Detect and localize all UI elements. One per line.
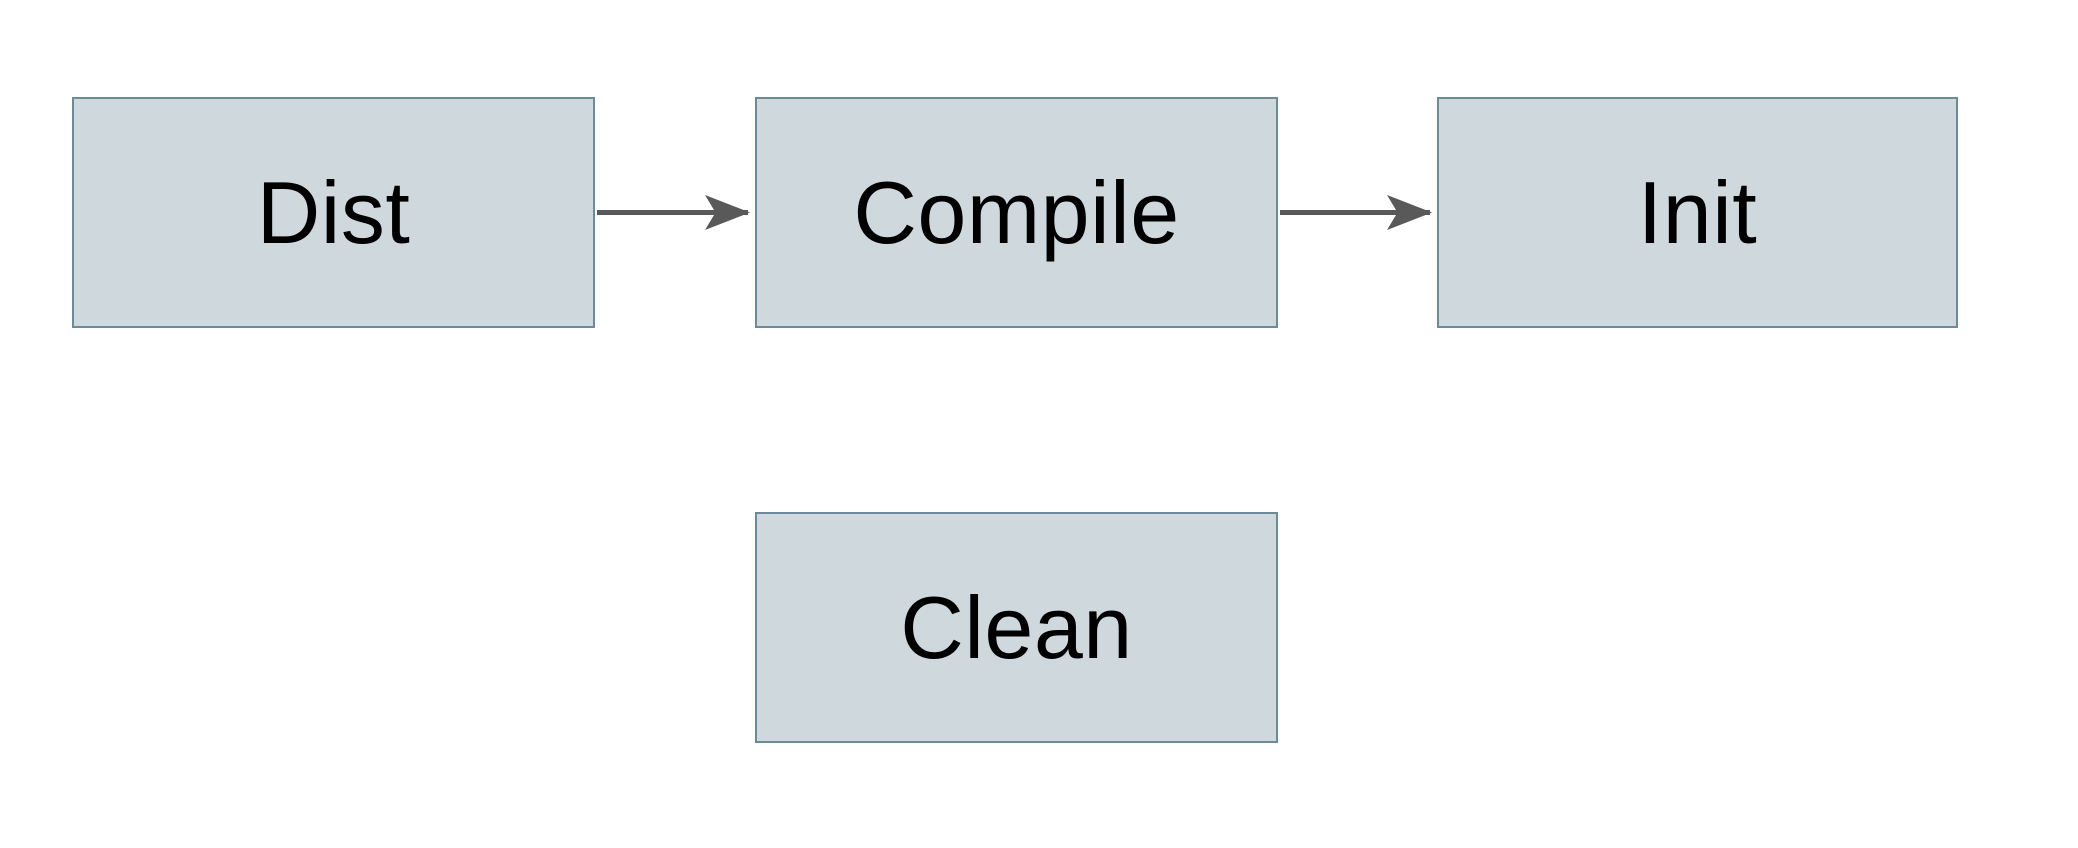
node-clean[interactable]: Clean <box>755 512 1278 743</box>
node-init-label: Init <box>1637 162 1758 262</box>
node-dist-label: Dist <box>256 162 411 262</box>
node-dist[interactable]: Dist <box>72 97 595 328</box>
node-clean-label: Clean <box>900 577 1133 677</box>
node-compile-label: Compile <box>853 162 1180 262</box>
node-init[interactable]: Init <box>1437 97 1958 328</box>
node-compile[interactable]: Compile <box>755 97 1278 328</box>
